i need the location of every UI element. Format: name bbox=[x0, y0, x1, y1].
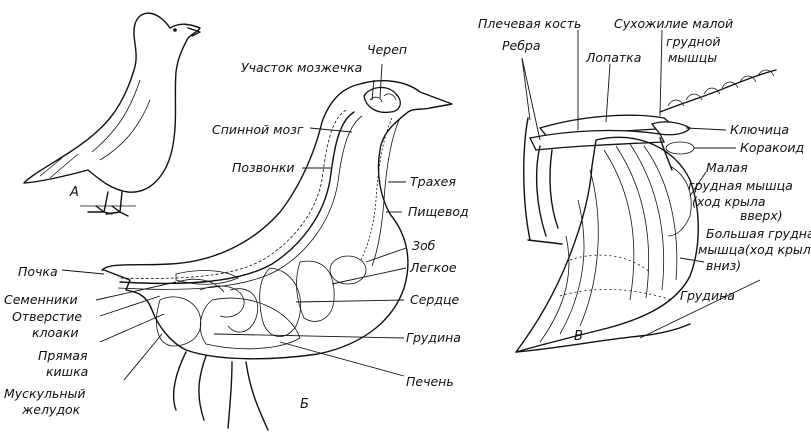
label-minor-line3: (ход крыла bbox=[692, 194, 766, 209]
label-sternum-b: Грудина bbox=[406, 330, 461, 345]
panel-label-c: В bbox=[574, 329, 583, 344]
label-cloaca-line1: Отверстие bbox=[12, 309, 82, 324]
label-rectum-line1: Прямая bbox=[38, 348, 88, 363]
label-scapula: Лопатка bbox=[585, 50, 641, 65]
label-major-line2: мышца(ход крыла bbox=[698, 242, 811, 257]
label-humerus: Плечевая кость bbox=[478, 16, 581, 31]
label-cloaca-line2: клоаки bbox=[32, 325, 79, 340]
label-minor-line2: грудная мышца bbox=[688, 178, 793, 193]
label-testes: Семенники bbox=[4, 292, 78, 307]
label-clavicle: Ключица bbox=[730, 122, 789, 137]
label-gizzard-line2: желудок bbox=[21, 402, 81, 417]
label-ribs: Ребра bbox=[502, 38, 541, 53]
panel-label-b: Б bbox=[300, 397, 309, 412]
label-tendon-line2: грудной bbox=[666, 34, 721, 49]
label-heart: Сердце bbox=[410, 292, 460, 307]
label-crop: Зоб bbox=[412, 238, 436, 253]
label-cerebellum: Участок мозжечка bbox=[241, 60, 362, 75]
label-minor-line4: вверх) bbox=[740, 208, 783, 223]
pigeon-external-drawing bbox=[23, 12, 201, 217]
label-major-line1: Большая грудная bbox=[706, 226, 811, 241]
label-skull: Череп bbox=[367, 42, 407, 57]
label-coracoid: Коракоид bbox=[740, 140, 804, 155]
panel-c-leader-lines bbox=[521, 29, 761, 339]
label-lung: Легкое bbox=[409, 260, 457, 275]
panel-b-leader-lines bbox=[61, 63, 407, 381]
label-sternum-c: Грудина bbox=[680, 288, 735, 303]
wing-muscle-drawing bbox=[515, 69, 777, 353]
label-spinal-cord: Спинной мозг bbox=[212, 122, 304, 137]
label-tendon-line3: мышцы bbox=[668, 50, 717, 65]
label-kidney: Почка bbox=[18, 264, 58, 279]
label-vertebrae: Позвонки bbox=[232, 160, 295, 175]
panel-label-a: А bbox=[69, 185, 79, 200]
label-esophagus: Пищевод bbox=[408, 204, 469, 219]
label-rectum-line2: кишка bbox=[46, 364, 88, 379]
label-tendon-line1: Сухожилие малой bbox=[614, 16, 733, 31]
label-gizzard-line1: Мускульный bbox=[4, 386, 86, 401]
label-trachea: Трахея bbox=[410, 174, 456, 189]
label-major-line3: вниз) bbox=[706, 258, 741, 273]
label-liver: Печень bbox=[406, 374, 454, 389]
label-minor-line1: Малая bbox=[706, 160, 748, 175]
